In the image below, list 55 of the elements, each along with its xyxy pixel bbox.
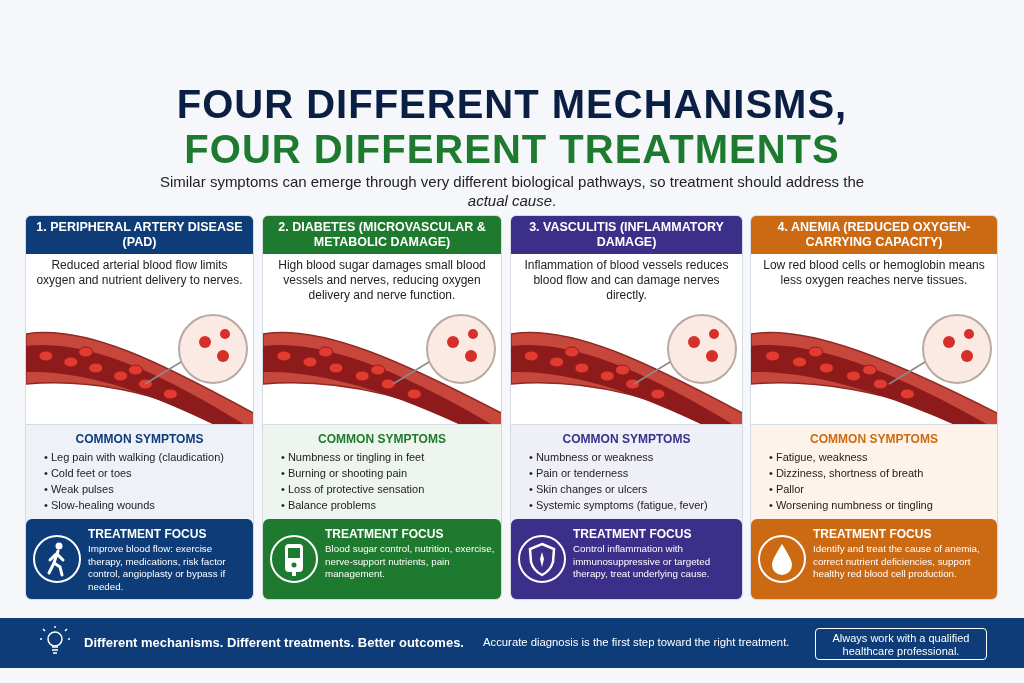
section-heading: COMMON SYMPTOMS bbox=[317, 432, 447, 446]
symptoms-panel bbox=[511, 424, 742, 521]
symptoms-panel bbox=[751, 424, 997, 521]
section-heading: TREATMENT FOCUS bbox=[573, 527, 692, 541]
symptom-item: • Systemic symptoms (fatigue, fever) bbox=[529, 498, 708, 513]
card-heading: 2. DIABETES (MICROVASCULAR & METABOLIC DAMAGE) bbox=[263, 216, 501, 254]
symptom-item: • Loss of protective sensation bbox=[281, 482, 425, 497]
symptom-item: • Leg pain with walking (claudication) bbox=[44, 450, 224, 465]
card-heading: 1. PERIPHERAL ARTERY DISEASE (PAD) bbox=[26, 216, 253, 254]
treatment-panel bbox=[263, 519, 501, 599]
symptom-item: • Numbness or weakness bbox=[529, 450, 655, 465]
banner-slogan: Different mechanisms. Different treatments. Better outcomes. bbox=[84, 635, 464, 650]
mechanism-card bbox=[25, 215, 254, 600]
section-heading: TREATMENT FOCUS bbox=[325, 527, 444, 541]
treatment-panel bbox=[26, 519, 253, 599]
symptom-item: • Pain or tenderness bbox=[529, 466, 630, 481]
treatment-text: Control inflammation with immunosuppressive or targeted therapy, treat underlying cause. bbox=[573, 543, 712, 581]
treatment-text: Blood sugar control, nutrition, exercise, nerve-support nutrients, pain management. bbox=[325, 543, 496, 581]
symptom-item: • Pallor bbox=[769, 482, 806, 497]
symptom-item: • Cold feet or toes bbox=[44, 466, 133, 481]
section-heading: COMMON SYMPTOMS bbox=[561, 432, 692, 446]
section-heading: COMMON SYMPTOMS bbox=[809, 432, 939, 446]
mechanism-card bbox=[750, 215, 998, 600]
description-text: High blood sugar damages small blood vessels and nerves, reducing oxygen delivery and nerve function. bbox=[277, 258, 487, 303]
symptom-item: • Slow-healing wounds bbox=[44, 498, 156, 513]
symptom-item: • Numbness or tingling in feet bbox=[281, 450, 425, 465]
symptoms-panel bbox=[26, 424, 253, 521]
treatment-panel bbox=[511, 519, 742, 599]
banner-text: Accurate diagnosis is the first step toward the right treatment. bbox=[483, 636, 790, 648]
symptom-item: • Weak pulses bbox=[44, 482, 115, 497]
title-heading: FOUR DIFFERENT TREATMENTS bbox=[183, 127, 841, 172]
footer-banner bbox=[0, 618, 1024, 668]
note-box: Always work with a qualified healthcare professional. bbox=[815, 628, 987, 660]
description-text: Reduced arterial blood flow limits oxygen and nutrient delivery to nerves. bbox=[36, 258, 243, 288]
card-heading: 3. VASCULITIS (INFLAMMATORY DAMAGE) bbox=[511, 216, 742, 254]
symptom-item: • Burning or shooting pain bbox=[281, 466, 409, 481]
symptoms-panel bbox=[263, 424, 501, 521]
symptom-item: • Skin changes or ulcers bbox=[529, 482, 649, 497]
treatment-text: Improve blood flow: exercise therapy, medications, risk factor control, angioplasty or bypass if needed. bbox=[88, 543, 227, 593]
subtitle-text: Similar symptoms can emerge through very different biological pathways, so treatment should address the actual cause. bbox=[158, 172, 866, 210]
section-heading: TREATMENT FOCUS bbox=[88, 527, 207, 541]
description-text: Low red blood cells or hemoglobin means less oxygen reaches nerve tissues. bbox=[762, 258, 986, 288]
symptom-item: • Dizziness, shortness of breath bbox=[769, 466, 925, 481]
symptom-item: • Balance problems bbox=[281, 498, 377, 513]
title-heading: FOUR DIFFERENT MECHANISMS, bbox=[175, 82, 849, 127]
treatment-text: Identify and treat the cause of anemia, correct nutrient deficiencies, support healthy red blood cell production. bbox=[813, 543, 981, 581]
treatment-panel bbox=[751, 519, 997, 599]
section-heading: TREATMENT FOCUS bbox=[813, 527, 932, 541]
mechanism-card bbox=[510, 215, 743, 600]
section-heading: COMMON SYMPTOMS bbox=[74, 432, 205, 446]
symptom-item: • Worsening numbness or tingling bbox=[769, 498, 933, 513]
symptom-item: • Fatigue, weakness bbox=[769, 450, 869, 465]
description-text: Inflammation of blood vessels reduces blood flow and can damage nerves directly. bbox=[523, 258, 730, 303]
mechanism-card bbox=[262, 215, 502, 600]
card-heading: 4. ANEMIA (REDUCED OXYGEN-CARRYING CAPACITY) bbox=[751, 216, 997, 254]
